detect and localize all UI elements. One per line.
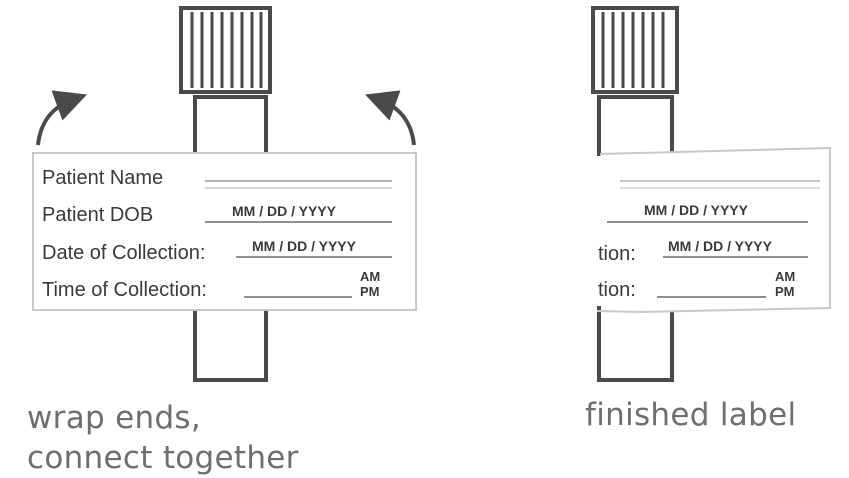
left-label: Patient Name Patient DOB MM / DD / YYYY … xyxy=(32,152,417,311)
date-of-collection-label: Date of Collection: xyxy=(42,242,205,264)
dob-format-hint: MM / DD / YYYY xyxy=(232,203,337,219)
right-pm-option: PM xyxy=(775,284,795,299)
left-wrap-arrow xyxy=(36,90,88,146)
right-date-fragment: tion: xyxy=(598,243,636,265)
patient-dob-label: Patient DOB xyxy=(42,204,153,226)
right-label: MM / DD / YYYY tion: MM / DD / YYYY tion… xyxy=(596,146,831,313)
right-date-format-hint: MM / DD / YYYY xyxy=(668,238,773,254)
right-am-option: AM xyxy=(775,269,795,284)
pm-option: PM xyxy=(360,284,380,299)
right-time-fragment: tion: xyxy=(598,279,636,301)
caption-finished-label: finished label xyxy=(585,397,797,433)
am-option: AM xyxy=(360,269,380,284)
collection-date-format-hint: MM / DD / YYYY xyxy=(252,238,357,254)
right-tube-cap xyxy=(591,6,679,94)
patient-name-label: Patient Name xyxy=(42,167,163,189)
caption-wrap-ends: wrap ends, connect together xyxy=(27,398,299,478)
right-wrap-arrow xyxy=(364,90,416,146)
right-dob-format-hint: MM / DD / YYYY xyxy=(644,202,749,218)
time-of-collection-label: Time of Collection: xyxy=(42,279,207,301)
caption-line-2: connect together xyxy=(27,440,299,476)
caption-line-1: wrap ends, xyxy=(27,400,202,436)
left-tube-cap xyxy=(179,6,272,94)
